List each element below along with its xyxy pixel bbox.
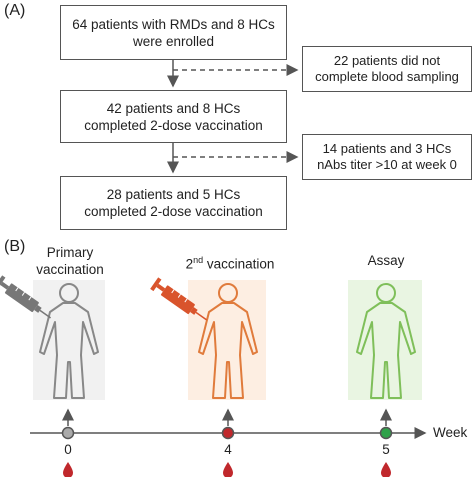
blood-drop-icon bbox=[381, 462, 391, 477]
panel-a-label: (A) bbox=[4, 2, 26, 19]
panel-b-label: (B) bbox=[4, 238, 26, 255]
blood-drop-icon bbox=[63, 462, 73, 477]
stage-primary-bg bbox=[33, 280, 105, 400]
timeline-marker-week-4 bbox=[221, 426, 235, 440]
box-excluded-sampling: 22 patients did not complete blood sampl… bbox=[302, 46, 472, 92]
tick-label-week-4: 4 bbox=[224, 442, 232, 457]
human-figure-icon bbox=[198, 283, 258, 399]
stage-label-second: 2nd vaccination bbox=[185, 255, 275, 272]
tick-label-week-5: 5 bbox=[382, 442, 390, 457]
box-completed-vaccination-2: 28 patients and 5 HCs completed 2-dose v… bbox=[60, 176, 287, 230]
box-excluded-nabs: 14 patients and 3 HCs nAbs titer >10 at … bbox=[302, 134, 472, 180]
human-figure-icon bbox=[356, 283, 416, 399]
human-figure-icon bbox=[39, 283, 99, 399]
blood-drop-icon bbox=[223, 462, 233, 477]
box-enrolled: 64 patients with RMDs and 8 HCs were enr… bbox=[60, 5, 287, 60]
timeline-marker-week-5 bbox=[379, 426, 393, 440]
box-completed-vaccination-1: 42 patients and 8 HCs completed 2-dose v… bbox=[60, 90, 287, 143]
timeline-marker-week-0 bbox=[61, 426, 75, 440]
syringe-icon bbox=[0, 275, 52, 319]
tick-label-week-0: 0 bbox=[64, 442, 72, 457]
axis-label-week: Week bbox=[433, 425, 468, 440]
syringe-icon bbox=[150, 277, 208, 321]
stage-label-assay: Assay bbox=[367, 253, 405, 268]
stage-label-primary: Primary vaccination bbox=[36, 245, 104, 277]
